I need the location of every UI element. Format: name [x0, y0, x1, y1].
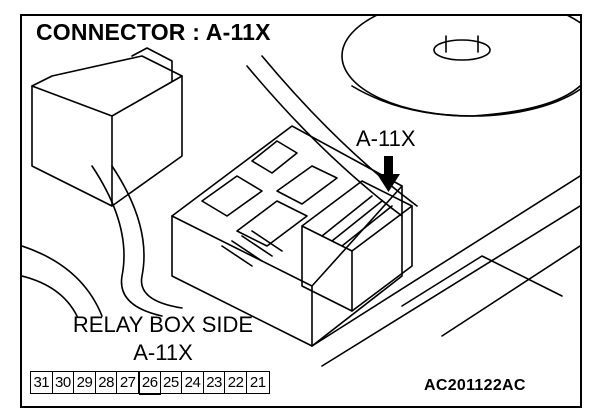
- relay-box-body: [171, 125, 403, 347]
- relay-box-side-label: RELAY BOX SIDE: [72, 312, 254, 337]
- pin-cell: 23: [204, 372, 226, 393]
- engine-bay-drawing: [22, 16, 580, 367]
- diagram-title: CONNECTOR : A-11X: [34, 17, 273, 47]
- pin-cell: 26: [138, 370, 161, 395]
- pin-cell: 27: [117, 372, 139, 393]
- pin-cell: 25: [161, 372, 183, 393]
- wire-bundle: [91, 165, 163, 317]
- pin-cell: 28: [96, 372, 118, 393]
- left-box: [31, 55, 183, 207]
- arrow-icon: [377, 156, 400, 192]
- pin-cell: 29: [74, 372, 96, 393]
- relay-box-code: A-11X: [133, 340, 193, 365]
- diagram-border: [20, 14, 582, 408]
- pin-cell: 22: [225, 372, 247, 393]
- round-cap: [341, 16, 580, 117]
- pin-cell: 31: [31, 372, 53, 393]
- pin-cell: 30: [53, 372, 75, 393]
- connector-a11x: [301, 180, 413, 312]
- pin-cell: 21: [249, 374, 266, 391]
- pin-cell: 24: [182, 372, 204, 393]
- figure-code: AC201122AC: [424, 377, 526, 394]
- connector-callout: A-11X: [356, 126, 416, 151]
